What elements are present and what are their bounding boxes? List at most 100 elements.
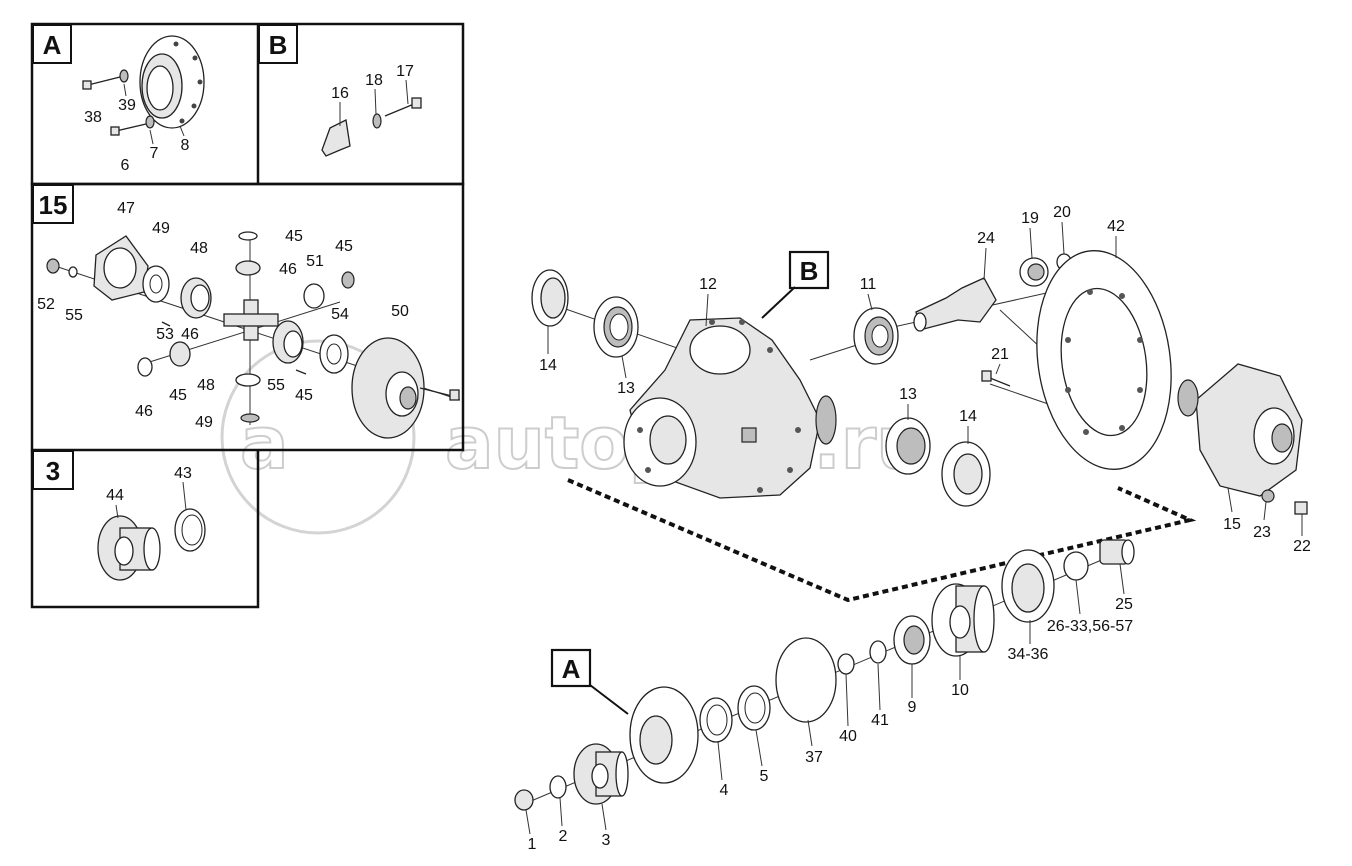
part-num-3: 3 [602, 832, 611, 849]
part-num-25: 25 [1115, 596, 1133, 613]
part-num-16: 16 [331, 85, 349, 102]
part-num-8: 8 [181, 137, 190, 154]
nut-51 [46, 258, 60, 274]
part-num-49a: 49 [152, 220, 170, 237]
pinion-46-right [303, 283, 325, 309]
part-num-55a: 53 [156, 326, 174, 343]
part-num-45-left: 46 [135, 403, 153, 420]
pinion-24 [915, 277, 997, 331]
part-num-10: 10 [951, 682, 969, 699]
nut-1 [514, 789, 534, 811]
part-num-22: 22 [1293, 538, 1311, 555]
ring-40 [837, 653, 855, 675]
part-num-15: 15 [1223, 516, 1241, 533]
panel-15-label: 15 [39, 190, 68, 220]
part-num-45-bottom: 49 [195, 414, 213, 431]
part-num-14-right: 14 [959, 408, 977, 425]
bolt-17 [411, 97, 422, 109]
bolt-22 [1294, 501, 1308, 515]
part-num-46-top: 46 [279, 261, 297, 278]
panel-3-label: 3 [46, 456, 60, 486]
pinion-46-left [169, 341, 191, 367]
washer-39 [119, 69, 129, 83]
panel-B-drawing: 16 18 17 [321, 63, 422, 157]
part-num-5: 5 [760, 768, 769, 785]
part-num-52: 55 [65, 307, 83, 324]
pinion-46-bottom [235, 373, 261, 387]
callout-A: A [562, 654, 581, 684]
shims-26-33 [1063, 551, 1089, 581]
part-num-53: 46 [181, 326, 199, 343]
part-num-17: 17 [396, 63, 414, 80]
part-num-23: 23 [1253, 524, 1271, 541]
panel-label-3: 3 [32, 450, 74, 490]
part-num-13-left: 13 [617, 380, 635, 397]
callout-A-box [550, 648, 592, 688]
washer-18 [372, 113, 382, 129]
dashed-link [567, 478, 1197, 603]
panel-15-drawing: 47 49 48 45 46 45 51 52 55 53 46 45 46 4… [37, 200, 461, 439]
part-num-24: 24 [977, 230, 995, 247]
bracket-16 [321, 119, 351, 157]
bolt-50 [449, 389, 460, 401]
part-num-37: 37 [805, 749, 823, 766]
washer-7 [145, 115, 155, 129]
panel-label-A: A [32, 24, 72, 64]
washer-45-top [238, 231, 258, 241]
flange-8-hole [146, 65, 174, 111]
part-num-41: 41 [871, 712, 889, 729]
leader-lines [525, 221, 1303, 835]
part-num-18: 18 [365, 72, 383, 89]
washer-45-right [341, 271, 355, 289]
part-num-43: 43 [174, 465, 192, 482]
part-num-20: 20 [1053, 204, 1071, 221]
part-num-44: 44 [106, 487, 124, 504]
part-num-46-right: 51 [306, 253, 324, 270]
part-num-7: 7 [150, 145, 159, 162]
part-num-54: 50 [391, 303, 409, 320]
part-num-6: 6 [121, 157, 130, 174]
part-num-45-top: 45 [285, 228, 303, 245]
main-assembly: B [514, 204, 1311, 853]
part-num-42: 42 [1107, 218, 1125, 235]
part-num-14-left: 14 [539, 357, 557, 374]
washer-52 [68, 266, 78, 278]
part-num-38: 38 [84, 109, 102, 126]
washer-45-bottom [240, 413, 260, 423]
part-num-46-bottom: 48 [197, 377, 215, 394]
panel-A-drawing: 38 39 6 7 8 [82, 35, 205, 174]
panel-label-B: B [258, 24, 298, 64]
washer-2 [549, 775, 567, 799]
pin-55b [295, 369, 307, 375]
part-num-26-33: 26-33,56-57 [1047, 618, 1133, 635]
part-num-55b: 45 [295, 387, 313, 404]
bolt-21 [981, 370, 992, 382]
part-num-46-left: 45 [169, 387, 187, 404]
part-num-34-36: 34-36 [1008, 646, 1049, 663]
part-num-47: 47 [117, 200, 135, 217]
panel-3-drawing: 44 43 [97, 465, 206, 581]
panel-A-label: A [43, 30, 62, 60]
part-num-1: 1 [528, 836, 537, 853]
part-num-40: 40 [839, 728, 857, 745]
part-num-45-right: 45 [335, 238, 353, 255]
ring-41 [869, 640, 887, 664]
pinion-46-top [235, 260, 261, 276]
part-num-19: 19 [1021, 210, 1039, 227]
washer-45-left [137, 357, 153, 377]
callout-B: B [800, 256, 819, 286]
gasket-37 [775, 637, 837, 723]
washer-23 [1261, 489, 1275, 503]
part-num-11: 11 [860, 276, 877, 293]
part-num-2: 2 [559, 828, 568, 845]
part-num-49b: 54 [331, 306, 349, 323]
panel-label-15: 15 [32, 184, 74, 224]
part-num-21: 21 [991, 346, 1009, 363]
panel-B-label: B [269, 30, 288, 60]
part-num-13-right: 13 [899, 386, 917, 403]
part-num-51: 52 [37, 296, 55, 313]
panel-frames [30, 22, 465, 609]
bolt-6 [110, 126, 120, 136]
bolt-38 [82, 80, 92, 90]
